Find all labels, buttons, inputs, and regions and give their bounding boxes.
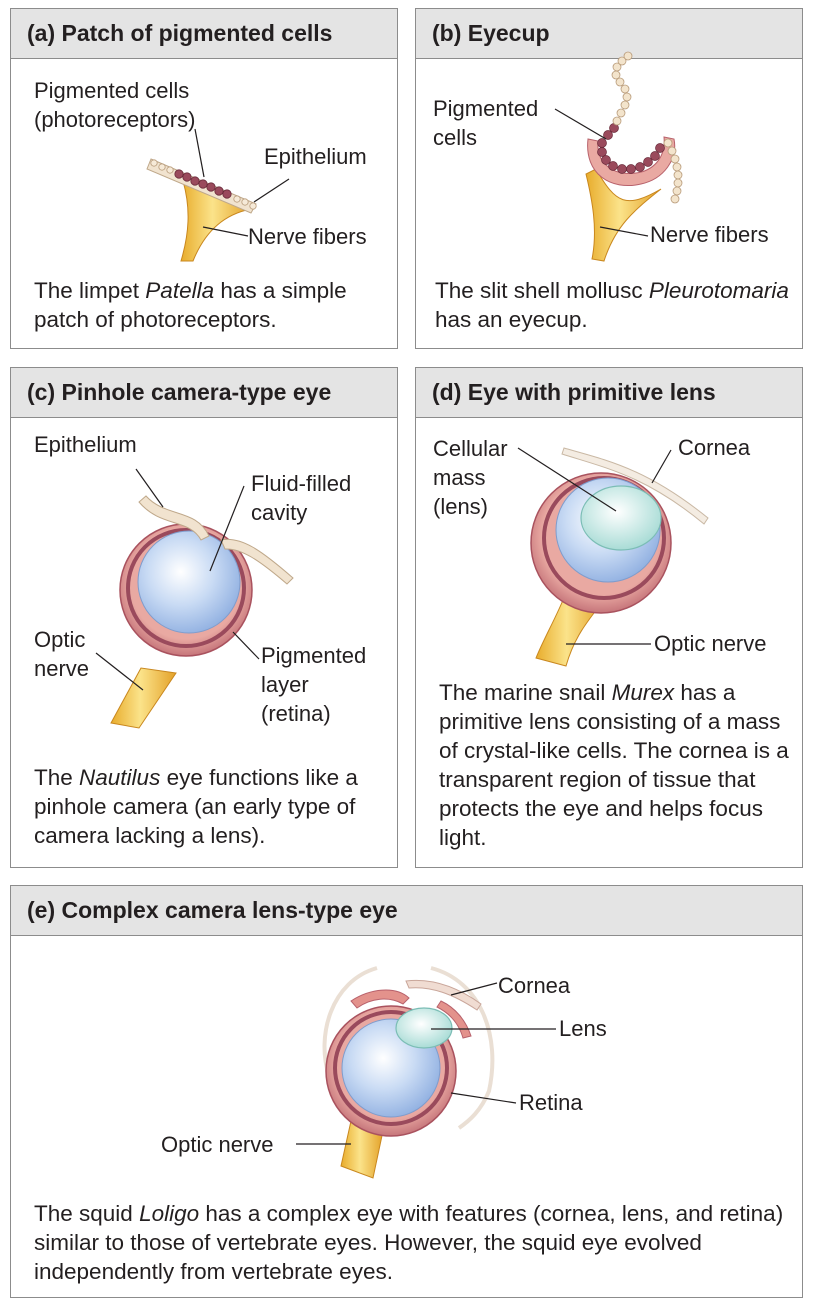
label-cavity: cavity — [251, 500, 308, 525]
label-pigmented: Pigmented — [433, 96, 539, 121]
panel-a: (a) Patch of pigmented cells Pigmented c… — [10, 8, 398, 349]
label-cells: cells — [433, 125, 478, 150]
label-photoreceptors: (photoreceptors) — [34, 107, 196, 132]
panel-e-title: (e) Complex camera lens-type eye — [27, 897, 398, 923]
panel-b-header: (b) Eyecup — [416, 9, 802, 59]
label-nerve: nerve — [34, 656, 90, 681]
panel-b-title: (b) Eyecup — [432, 20, 550, 46]
panel-e-caption: The squid Loligo has a complex eye with … — [34, 1201, 784, 1284]
label-cornea: Cornea — [498, 973, 571, 998]
label-lens: Lens — [559, 1016, 607, 1041]
label-mass: mass — [433, 465, 486, 490]
panel-d: (d) Eye with primitive lens Cellular mas… — [415, 367, 803, 868]
label-optic: Optic — [34, 627, 86, 652]
panel-b-caption: The slit shell mollusc Pleurotomaria has… — [435, 278, 789, 332]
panel-a-header: (a) Patch of pigmented cells — [11, 9, 397, 59]
panel-c: (c) Pinhole camera-type eye Epithelium F… — [10, 367, 398, 868]
panel-d-caption: The marine snail Murex has a primitive l… — [439, 680, 789, 850]
label-retina: (retina) — [261, 701, 331, 726]
label-epithelium: Epithelium — [34, 432, 137, 457]
label-fluid-filled: Fluid-filled — [251, 471, 352, 496]
label-nerve-fibers: Nerve fibers — [650, 222, 769, 247]
label-pigmented-cells: Pigmented cells — [34, 78, 190, 103]
panel-a-title: (a) Patch of pigmented cells — [27, 20, 333, 46]
patch-illustration — [146, 128, 290, 262]
panel-d-title: (d) Eye with primitive lens — [432, 379, 716, 405]
label-lens: (lens) — [433, 494, 489, 519]
panel-c-caption: The Nautilus eye functions like a pinhol… — [34, 765, 358, 848]
label-pigmented: Pigmented — [261, 643, 367, 668]
label-nerve-fibers: Nerve fibers — [248, 224, 367, 249]
complex-eye-illustration — [296, 966, 556, 1179]
panel-e: (e) Complex camera lens-type eye Cornea … — [10, 885, 803, 1298]
pinhole-eye-illustration — [95, 468, 294, 729]
label-optic-nerve: Optic nerve — [654, 631, 767, 656]
panel-e-header: (e) Complex camera lens-type eye — [11, 886, 802, 936]
label-epithelium: Epithelium — [264, 144, 367, 169]
primitive-lens-eye-illustration — [517, 447, 709, 667]
panel-c-title: (c) Pinhole camera-type eye — [27, 379, 332, 405]
panel-d-header: (d) Eye with primitive lens — [416, 368, 802, 418]
label-retina: Retina — [519, 1090, 583, 1115]
label-layer: layer — [261, 672, 309, 697]
panel-b: (b) Eyecup Pigmented cells Nerve fibers — [415, 8, 803, 349]
label-optic-nerve: Optic nerve — [161, 1132, 274, 1157]
label-cornea: Cornea — [678, 435, 751, 460]
label-cellular: Cellular — [433, 436, 508, 461]
panel-a-caption: The limpet Patella has a simple patch of… — [34, 278, 347, 332]
eyecup-illustration — [554, 51, 683, 262]
panel-c-header: (c) Pinhole camera-type eye — [11, 368, 397, 418]
